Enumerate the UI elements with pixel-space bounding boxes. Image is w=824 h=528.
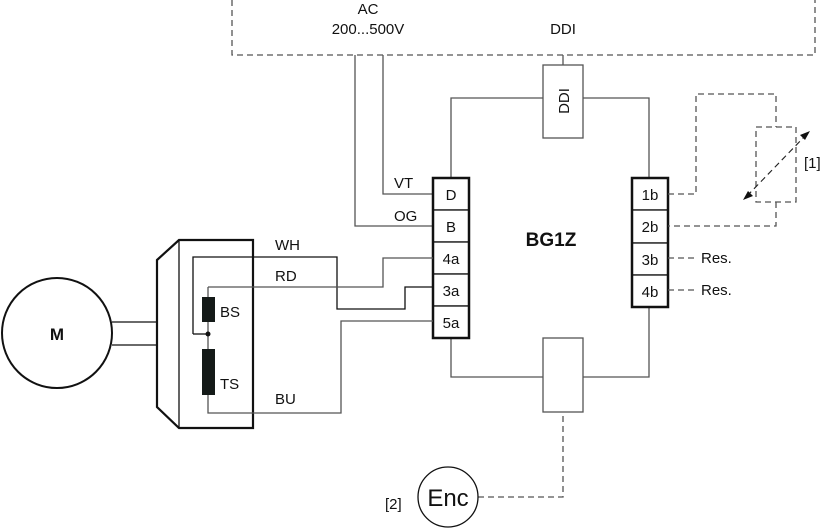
bs-label: BS (220, 304, 240, 321)
terminal-1b: 1b (642, 187, 659, 204)
motor-shaft (112, 321, 157, 346)
wh-label: WH (275, 237, 300, 254)
arrow-head-icon (800, 131, 810, 140)
ddi-box-label: DDI (556, 88, 573, 114)
wire-rd (208, 257, 433, 288)
vt-label: VT (394, 175, 413, 192)
pot-wire-2 (668, 202, 777, 227)
motor-label: M (50, 325, 64, 344)
frame-left-top (450, 97, 543, 178)
reserved-3b: Res. (701, 250, 732, 267)
adjust-arrow-icon (746, 134, 807, 197)
unit-name: BG1Z (526, 230, 577, 251)
motor-circle (1, 277, 113, 389)
ac-label: AC (358, 1, 379, 18)
rd-label: RD (275, 268, 297, 285)
left-terminal-block: D B 4a 3a 5a (431, 176, 471, 340)
bs-coil (202, 297, 215, 322)
junction-dot (205, 331, 211, 337)
note-2: [2] (385, 496, 402, 513)
wire-wh (192, 256, 433, 334)
wire-og (354, 55, 433, 227)
terminal-d: D (446, 187, 457, 204)
frame-right-bottom (583, 307, 650, 378)
encoder-circle (417, 466, 479, 528)
terminal-2b: 2b (642, 219, 659, 236)
terminal-3a: 3a (443, 283, 460, 300)
ddi-top-label: DDI (550, 21, 576, 38)
encoder-interface-box (542, 337, 584, 413)
reserved-4b: Res. (701, 282, 732, 299)
terminal-3b: 3b (642, 252, 659, 269)
wire-bu (207, 287, 433, 414)
encoder-label: Enc (427, 485, 468, 512)
ddi-box (542, 64, 584, 139)
terminal-4a: 4a (443, 251, 460, 268)
terminal-b: B (446, 219, 456, 236)
arrow-head-icon (743, 191, 753, 200)
ts-coil (202, 349, 215, 395)
terminal-4b: 4b (642, 284, 659, 301)
voltage-label: 200...500V (332, 21, 405, 38)
ts-label: TS (220, 376, 239, 393)
frame-left-bottom (450, 338, 543, 378)
frame-right-top (583, 97, 650, 178)
bu-label: BU (275, 391, 296, 408)
encoder-wire (478, 412, 564, 498)
terminal-5a: 5a (443, 315, 460, 332)
og-label: OG (394, 208, 417, 225)
right-terminal-block: 1b 2b 3b 4b (630, 176, 670, 309)
potentiometer-box (755, 126, 797, 203)
supply-boundary (231, 0, 816, 56)
note-1: [1] (804, 155, 821, 172)
wire-vt (382, 55, 433, 195)
